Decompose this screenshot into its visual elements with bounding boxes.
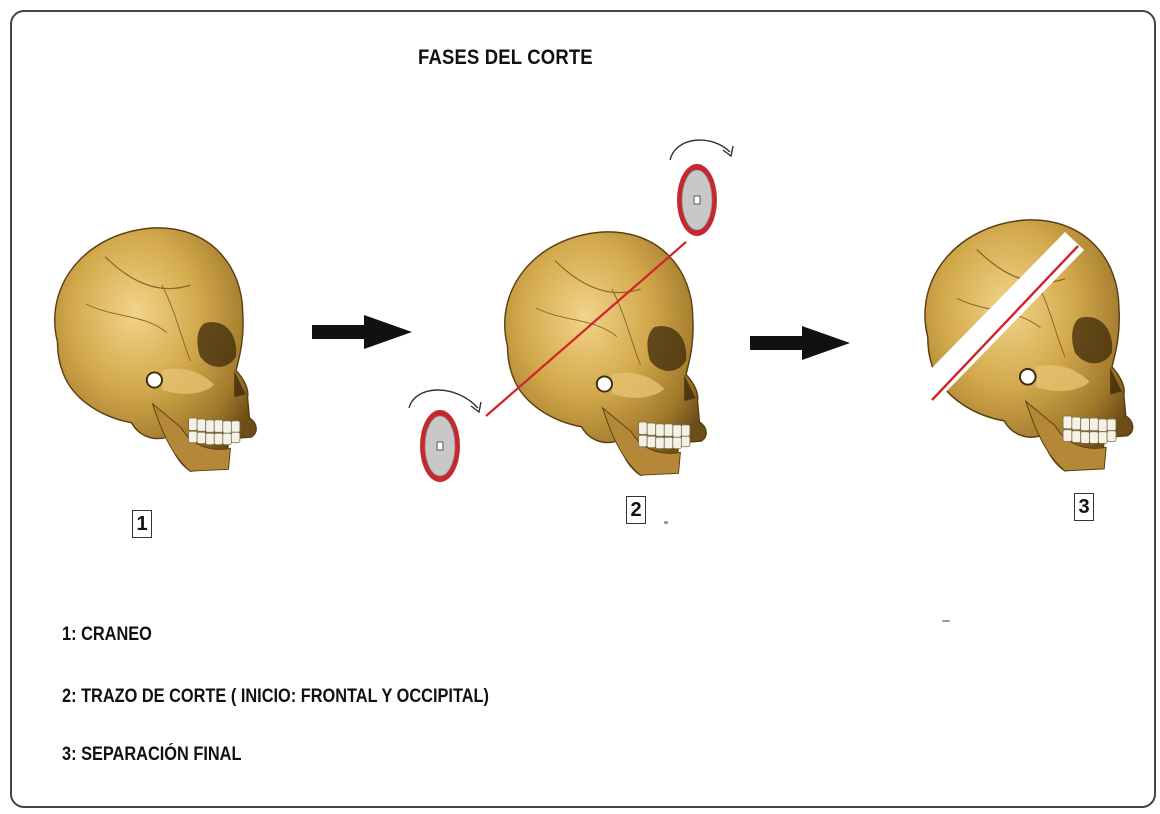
- saw-disc-icon: [420, 410, 460, 482]
- legend-item-3: 3: SEPARACIÓN FINAL: [62, 744, 241, 766]
- step-number-2: 2: [626, 496, 646, 524]
- saw-disc-icon: [677, 164, 717, 236]
- rotation-arrow-icon: [409, 390, 478, 408]
- step-number-1: 1: [132, 510, 152, 538]
- skull-icon: [505, 232, 706, 475]
- stray-mark: [664, 521, 668, 524]
- arrow-right-icon: [312, 315, 412, 349]
- legend-item-1: 1: CRANEO: [62, 624, 152, 646]
- arrow-right-icon: [750, 326, 850, 360]
- step-number-3: 3: [1074, 493, 1094, 521]
- skull-icon: [55, 228, 256, 471]
- rotation-arrow-icon: [670, 140, 730, 160]
- legend-item-2: 2: TRAZO DE CORTE ( INICIO: FRONTAL Y OC…: [62, 686, 489, 708]
- stray-mark: [942, 620, 950, 622]
